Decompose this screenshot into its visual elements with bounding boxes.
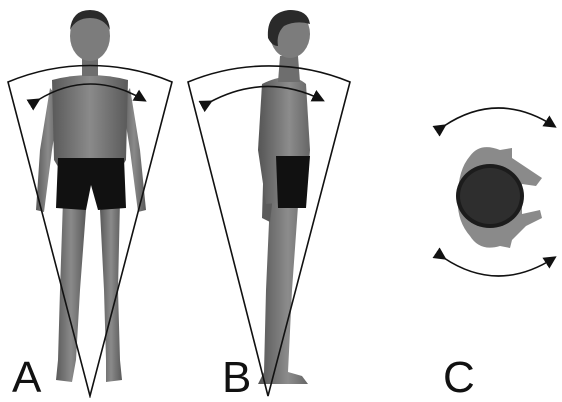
panel-label-a: A [12, 356, 41, 400]
panel-c-top-view [444, 108, 554, 276]
panel-label-c: C [443, 356, 475, 400]
panel-label-b: B [222, 356, 251, 400]
panel-a-front-view [8, 10, 172, 396]
top-figure [456, 147, 542, 248]
rotation-arrow-icon [444, 258, 554, 276]
panel-b-side-view [188, 10, 350, 396]
rotation-arrow-icon [444, 108, 554, 126]
